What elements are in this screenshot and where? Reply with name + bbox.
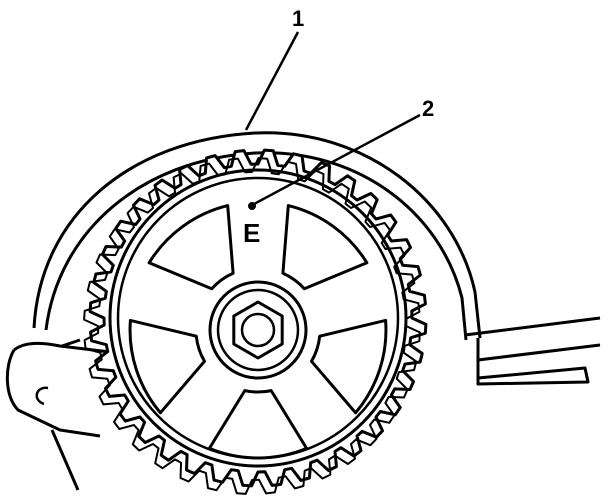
callout-label-2: 2 [422,96,434,121]
callout-label-1: 1 [292,6,304,31]
timing-cover [32,131,482,341]
holding-tool-arm [464,316,601,386]
sprocket-teeth-depth [83,157,421,495]
sprocket-bolt-head [232,300,284,360]
bracket-hole [35,386,49,406]
sprocket-hub-inner [216,288,300,372]
leader-line-2 [253,113,421,206]
timing-cover-inner-edge [44,151,468,341]
leader-line-1 [244,31,300,131]
sprocket-window [128,318,206,415]
sprocket-window [281,204,369,291]
sprocket-window [147,204,235,291]
sprocket-spokes [128,204,388,460]
holding-tool-bracket [5,338,111,491]
sprocket-window [310,318,388,415]
camshaft-sprocket [83,148,428,495]
tool-handle [50,429,80,491]
timing-mark-letter: E [243,218,260,248]
sprocket-rim-outer [108,168,408,468]
sprocket-window [207,389,309,460]
timing-cover-outer-edge [32,131,482,339]
leader-lines [244,31,421,206]
sprocket-bolt-center [240,312,276,348]
